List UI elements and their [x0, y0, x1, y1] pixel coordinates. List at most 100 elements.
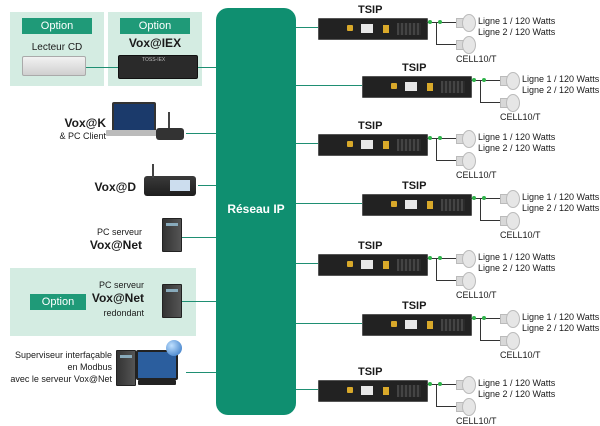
amplifier-device: [362, 314, 472, 336]
line-dot-1: [472, 196, 476, 200]
amp-link: [296, 389, 318, 390]
voxnet-label-top: PC serveur: [96, 227, 142, 237]
keyboard-icon: [138, 380, 176, 385]
amp-name: TSIP: [402, 180, 427, 192]
amp-scr: [405, 200, 417, 209]
pc-server-icon: [162, 218, 182, 252]
link-voxd: [198, 185, 216, 186]
amp-knob: [427, 83, 433, 91]
line-dot-2: [482, 316, 486, 320]
voxnet-label: Vox@Net: [89, 238, 142, 252]
speaker-cone: [462, 152, 476, 170]
supervisor-line2: en Modbus: [67, 362, 112, 372]
amp-grill: [397, 23, 421, 35]
amp-led: [347, 25, 353, 31]
amp-knob: [427, 201, 433, 209]
line-2-label: Ligne 2 / 120 Watts: [522, 85, 600, 95]
amp-link: [296, 323, 362, 324]
voxnet-red-label-bottom: redondant: [103, 308, 144, 318]
amplifier-device: [362, 194, 472, 216]
speaker-icon: [456, 36, 476, 54]
supervisor-tower-icon: [116, 350, 136, 386]
speaker-wire-2: [436, 258, 437, 280]
link-iex: [196, 67, 216, 68]
option-label-iex: Option: [120, 18, 190, 34]
voxnet-red-label: Vox@Net: [91, 291, 144, 305]
voxk-sublabel: & PC Client: [59, 131, 106, 141]
line-1-label: Ligne 1 / 120 Watts: [478, 132, 556, 142]
amp-grill: [441, 81, 465, 93]
link-voxnet: [182, 237, 216, 238]
amp-grill: [397, 139, 421, 151]
cell-label: CELL10/T: [456, 54, 497, 64]
speaker-wire-2: [436, 22, 437, 44]
speaker-wire-3: [480, 340, 500, 341]
speaker-icon: [456, 376, 476, 394]
amp-led: [347, 387, 353, 393]
line-dot-2: [438, 20, 442, 24]
laptop-icon: [112, 102, 156, 132]
voxnet-red-label-top: PC serveur: [98, 280, 144, 290]
line-dot-1: [428, 256, 432, 260]
cell-label: CELL10/T: [456, 290, 497, 300]
speaker-cone: [462, 376, 476, 394]
amp-name: TSIP: [358, 4, 383, 16]
speaker-cone: [506, 72, 520, 90]
amp-name: TSIP: [402, 62, 427, 74]
amp-led: [347, 141, 353, 147]
line-dot-1: [428, 136, 432, 140]
amp-grill: [441, 199, 465, 211]
line-2-label: Ligne 2 / 120 Watts: [478, 27, 556, 37]
link-voxnet-redundant: [182, 301, 216, 302]
voxk-label: Vox@K: [64, 116, 106, 130]
speaker-cone: [506, 94, 520, 112]
amp-knob: [427, 321, 433, 329]
speaker-wire-3: [436, 44, 456, 45]
line-1-label: Ligne 1 / 120 Watts: [522, 312, 600, 322]
iex-label: Vox@IEX: [128, 36, 182, 50]
amp-name: TSIP: [358, 366, 383, 378]
line-1-label: Ligne 1 / 120 Watts: [478, 252, 556, 262]
amp-scr: [361, 386, 373, 395]
amp-name: TSIP: [358, 240, 383, 252]
speaker-icon: [456, 152, 476, 170]
amp-knob: [383, 141, 389, 149]
amp-led: [391, 321, 397, 327]
speaker-icon: [500, 310, 520, 328]
option-label-voxnet-redundant: Option: [30, 294, 86, 310]
line-dot-2: [482, 196, 486, 200]
iex-device: [118, 55, 198, 79]
speaker-cone: [462, 36, 476, 54]
option-label-cd: Option: [22, 18, 92, 34]
speaker-wire-3: [480, 102, 500, 103]
speaker-wire-2: [480, 318, 481, 340]
speaker-cone: [462, 398, 476, 416]
microphone-stem-icon: [168, 112, 170, 128]
speaker-wire-2: [436, 138, 437, 160]
laptop-base-icon: [106, 130, 158, 136]
amp-scr: [405, 320, 417, 329]
line-1-label: Ligne 1 / 120 Watts: [478, 378, 556, 388]
speaker-icon: [456, 14, 476, 32]
speaker-cone: [506, 212, 520, 230]
speaker-wire-2: [480, 198, 481, 220]
amp-name: TSIP: [358, 120, 383, 132]
supervisor-line3: avec le serveur Vox@Net: [10, 374, 112, 384]
desk-microphone-screen: [170, 180, 190, 191]
line-2-label: Ligne 2 / 120 Watts: [522, 323, 600, 333]
line-1-label: Ligne 1 / 120 Watts: [522, 192, 600, 202]
speaker-icon: [500, 94, 520, 112]
amp-grill: [397, 259, 421, 271]
speaker-icon: [500, 212, 520, 230]
amp-grill: [441, 319, 465, 331]
desk-microphone-stem: [152, 164, 154, 178]
line-1-label: Ligne 1 / 120 Watts: [478, 16, 556, 26]
line-dot-2: [438, 382, 442, 386]
link-supervisor: [186, 372, 216, 373]
amp-link: [296, 27, 318, 28]
amplifier-device: [318, 254, 428, 276]
cell-label: CELL10/T: [456, 416, 497, 426]
amplifier-device: [318, 380, 428, 402]
cell-label: CELL10/T: [456, 170, 497, 180]
amp-link: [296, 203, 362, 204]
